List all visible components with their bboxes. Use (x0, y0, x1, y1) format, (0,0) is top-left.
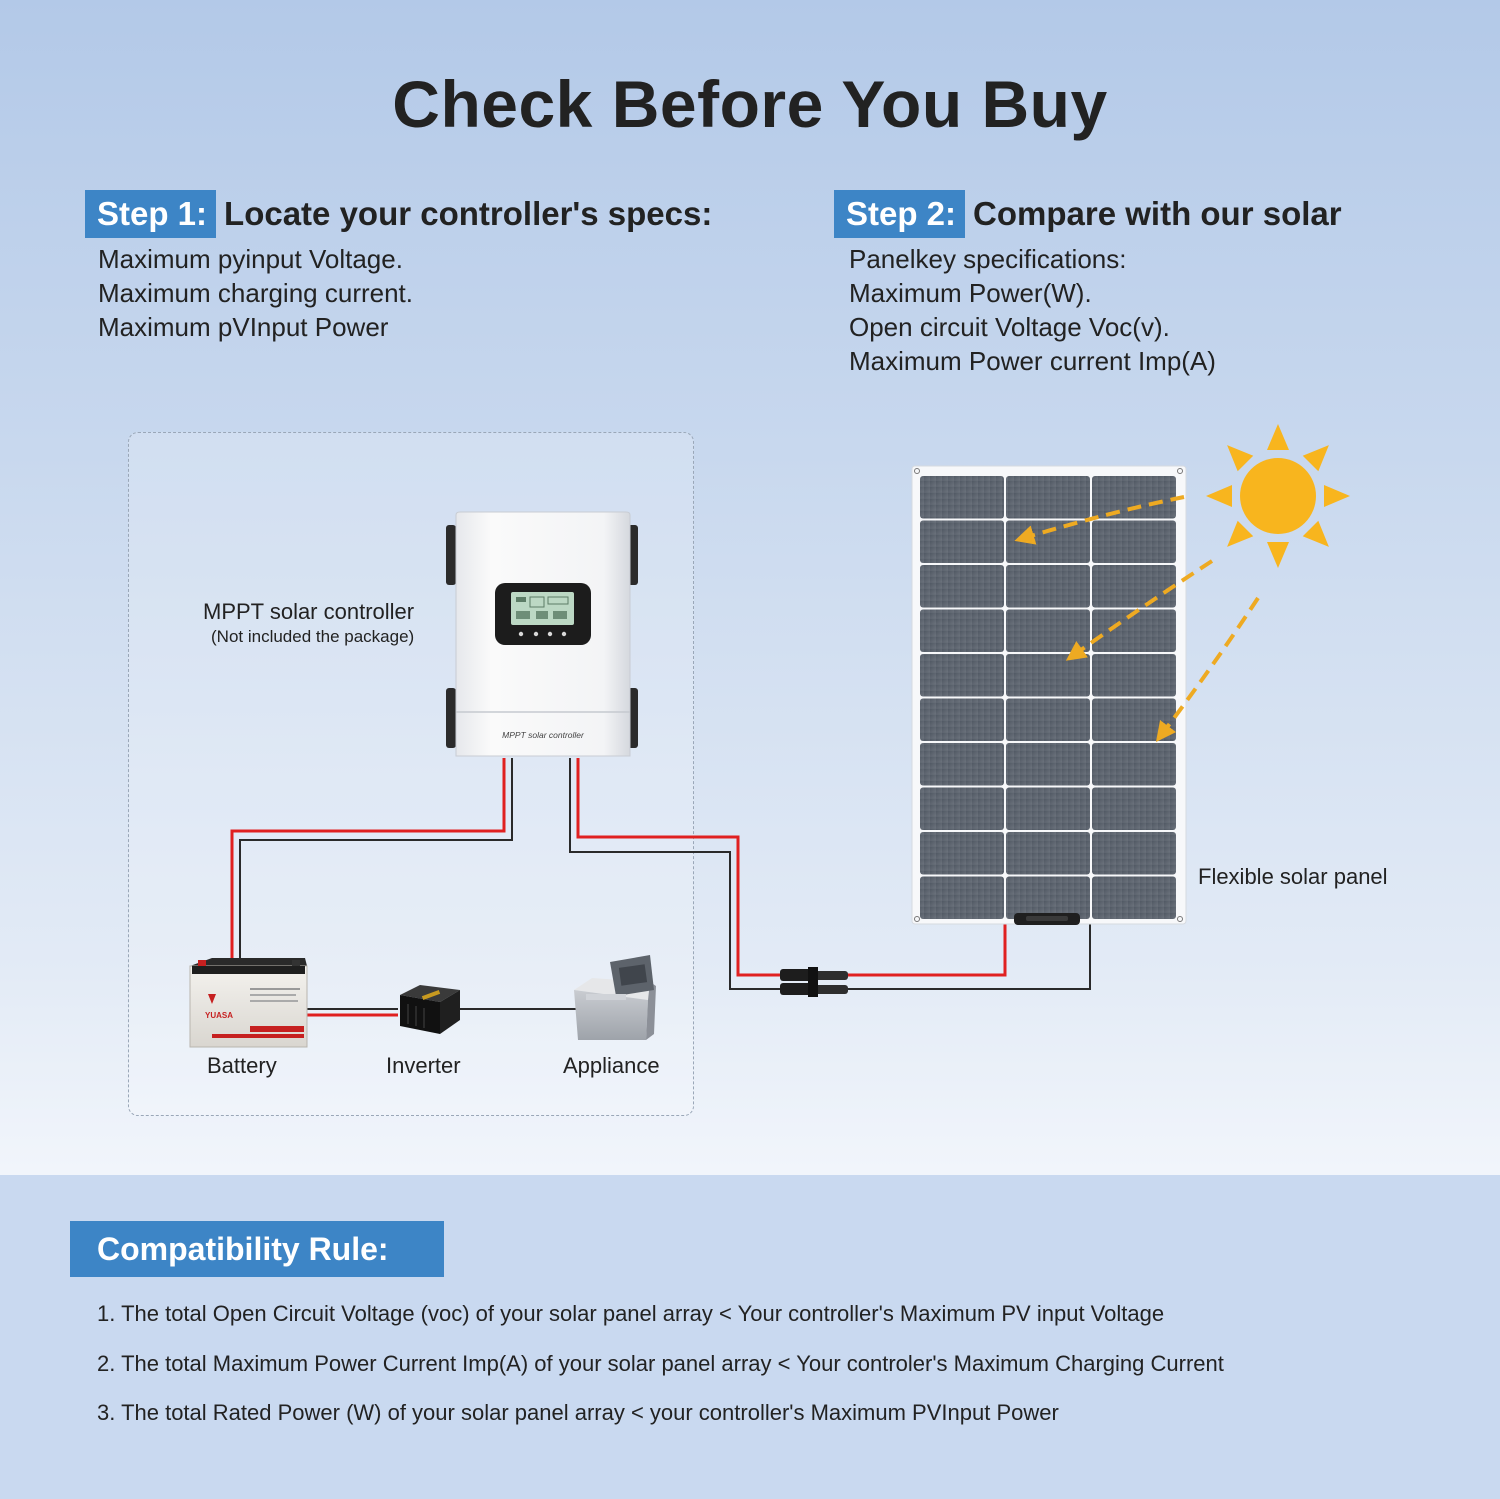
step2-header: Step 2: Compare with our solar (834, 190, 1342, 238)
sun-icon (1206, 424, 1350, 568)
solar-cell (1006, 520, 1090, 563)
step2-line-2: Maximum Power(W). (849, 278, 1092, 308)
controller-label: MPPT solar controller (203, 599, 415, 624)
solar-cell (920, 876, 1004, 919)
solar-panel-label: Flexible solar panel (1198, 864, 1388, 889)
sun-ray-icon (1227, 520, 1254, 547)
solar-cell (1006, 654, 1090, 697)
step1-line-1: Maximum pyinput Voltage. (98, 244, 403, 274)
mc4-connector-icon (780, 967, 848, 997)
step2-spec-list: Panelkey specifications: Maximum Power(W… (849, 242, 1216, 378)
rule-item-2: 2. The total Maximum Power Current Imp(A… (97, 1351, 1224, 1376)
solar-cell (1092, 743, 1176, 786)
solar-cell (1006, 698, 1090, 741)
step1-line-2: Maximum charging current. (98, 278, 413, 308)
step2-line-4: Maximum Power current Imp(A) (849, 346, 1216, 376)
controller-device-text: MPPT solar controller (502, 730, 585, 740)
step2-heading: Compare with our solar (973, 195, 1342, 232)
step1-spec-list: Maximum pyinput Voltage. Maximum chargin… (98, 242, 413, 344)
inverter-label: Inverter (386, 1053, 461, 1078)
sun-ray-icon (1267, 542, 1289, 568)
solar-cell (1006, 876, 1090, 919)
sun-ray-icon (1206, 485, 1232, 507)
solar-cell (1092, 876, 1176, 919)
inverter-icon (400, 985, 460, 1034)
solar-cell (1092, 698, 1176, 741)
solar-cell (1092, 654, 1176, 697)
step2-line-1: Panelkey specifications: (849, 244, 1127, 274)
solar-cell (1092, 520, 1176, 563)
solar-cell (920, 698, 1004, 741)
solar-cell (1006, 787, 1090, 830)
solar-cell (1092, 476, 1176, 519)
solar-cell (920, 787, 1004, 830)
solar-cell (1006, 609, 1090, 652)
solar-cell (1092, 565, 1176, 608)
solar-cell (1006, 832, 1090, 875)
step2-badge: Step 2: (834, 190, 966, 238)
rule-item-3: 3. The total Rated Power (W) of your sol… (97, 1400, 1059, 1425)
solar-cell (920, 565, 1004, 608)
step1-heading: Locate your controller's specs: (224, 195, 713, 232)
solar-cell (1006, 476, 1090, 519)
controller-note: (Not included the package) (211, 627, 415, 646)
sun-ray-icon (1302, 445, 1329, 472)
solar-cell (1092, 609, 1176, 652)
battery-label: Battery (207, 1053, 277, 1078)
solar-cell (920, 609, 1004, 652)
appliance-fridge-icon (574, 955, 656, 1040)
battery-inverter-appliance-wires (307, 1008, 576, 1017)
wiring-diagram: MPPT solar controller YUASA (189, 424, 1350, 1048)
sun-ray-icon (1324, 485, 1350, 507)
controller-panel-wires (569, 758, 1091, 990)
sun-ray-icon (1227, 445, 1254, 472)
appliance-label: Appliance (563, 1053, 660, 1078)
solar-cell (1006, 565, 1090, 608)
solar-cell (1006, 743, 1090, 786)
page-title: Check Before You Buy (392, 67, 1108, 141)
solar-cell (920, 476, 1004, 519)
controller-battery-wires (230, 758, 513, 966)
mppt-controller-icon (446, 511, 638, 757)
compatibility-heading: Compatibility Rule: (70, 1221, 444, 1277)
battery-brand-text: YUASA (205, 1011, 233, 1020)
step1-line-3: Maximum pVInput Power (98, 312, 389, 342)
step1-header: Step 1: Locate your controller's specs: (85, 190, 712, 238)
step1-badge: Step 1: (85, 190, 217, 238)
flexible-solar-panel-icon (911, 465, 1187, 925)
sun-ray-icon (1302, 520, 1329, 547)
solar-cell (920, 520, 1004, 563)
solar-cell (1092, 787, 1176, 830)
battery-icon (189, 958, 308, 1048)
rule-item-1: 1. The total Open Circuit Voltage (voc) … (97, 1301, 1165, 1326)
sunlight-rays (1014, 495, 1260, 742)
solar-cell (920, 654, 1004, 697)
step2-line-3: Open circuit Voltage Voc(v). (849, 312, 1170, 342)
sun-ray-icon (1267, 424, 1289, 450)
solar-cell (920, 832, 1004, 875)
solar-cell (920, 743, 1004, 786)
solar-cell (1092, 832, 1176, 875)
